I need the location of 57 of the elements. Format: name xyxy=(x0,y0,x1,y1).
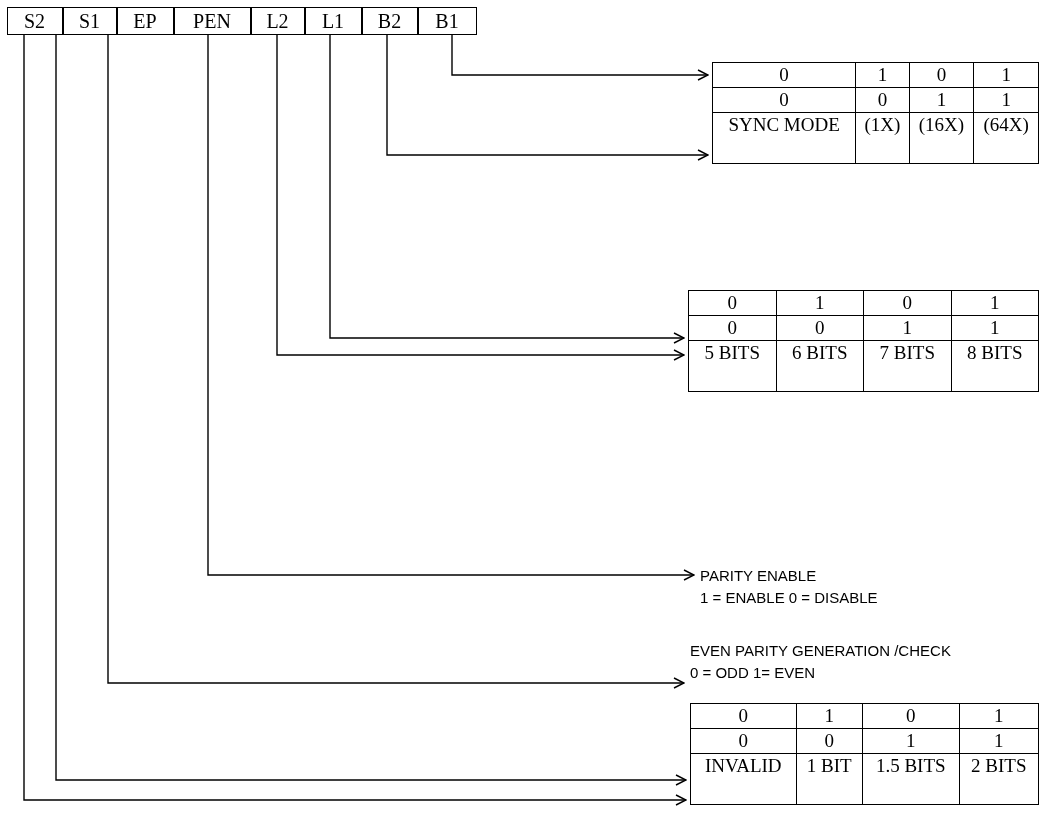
table-cell: 1 xyxy=(959,728,1039,754)
register-bit-cell: B2 xyxy=(361,7,418,35)
table-cell: 1 xyxy=(959,703,1039,729)
value-note: 0 = ODD 1= EVEN xyxy=(690,663,817,683)
arrow xyxy=(107,34,685,689)
table-cell: (1X) xyxy=(855,112,910,164)
table-cell: 0 xyxy=(855,87,910,113)
value-note: 1 = ENABLE 0 = DISABLE xyxy=(700,588,878,608)
arrow xyxy=(386,34,709,161)
value-table xyxy=(690,703,1039,805)
table-cell: 0 xyxy=(862,703,960,729)
arrow xyxy=(451,34,709,81)
value-table xyxy=(712,62,1039,164)
table-cell: 0 xyxy=(776,315,864,341)
table-cell: 1 xyxy=(863,315,951,341)
table-cell: 0 xyxy=(690,728,796,754)
table-cell: 1 xyxy=(776,290,864,316)
table-cell: 0 xyxy=(688,290,776,316)
table-cell: 1 xyxy=(951,290,1039,316)
register-bit-cell: L2 xyxy=(250,7,305,35)
register-bit-cell: B1 xyxy=(417,7,477,35)
arrow xyxy=(276,34,685,361)
table-cell: 8 BITS xyxy=(951,340,1039,392)
table-cell: 1 xyxy=(909,87,974,113)
table-cell: 0 xyxy=(712,62,856,88)
table-cell: 1 xyxy=(973,87,1039,113)
table-cell: 1.5 BITS xyxy=(862,753,960,805)
table-cell: 1 xyxy=(973,62,1039,88)
table-cell: 0 xyxy=(688,315,776,341)
value-table xyxy=(688,290,1039,392)
table-cell: SYNC MODE xyxy=(712,112,856,164)
field-title: EVEN PARITY GENERATION /CHECK xyxy=(690,641,951,661)
table-cell: 7 BITS xyxy=(863,340,951,392)
table-cell: 6 BITS xyxy=(776,340,864,392)
table-cell: 1 xyxy=(862,728,960,754)
table-cell: 1 xyxy=(796,703,863,729)
register-bit-cell: L1 xyxy=(304,7,362,35)
table-cell: 0 xyxy=(909,62,974,88)
register-bit-cell: EP xyxy=(116,7,174,35)
arrow xyxy=(329,34,685,344)
table-cell: 0 xyxy=(690,703,796,729)
table-cell: 5 BITS xyxy=(688,340,776,392)
table-cell: 1 BIT xyxy=(796,753,863,805)
table-cell: 1 xyxy=(855,62,910,88)
field-title: PARITY ENABLE xyxy=(700,566,818,586)
table-cell: 1 xyxy=(951,315,1039,341)
table-cell: (16X) xyxy=(909,112,974,164)
table-cell: (64X) xyxy=(973,112,1039,164)
arrow xyxy=(207,34,695,581)
register-bit-cell: S2 xyxy=(6,7,63,35)
table-cell: 2 BITS xyxy=(959,753,1039,805)
table-cell: 0 xyxy=(712,87,856,113)
table-cell: 0 xyxy=(863,290,951,316)
table-cell: 0 xyxy=(796,728,863,754)
register-bit-cell: PEN xyxy=(173,7,251,35)
register-bit-cell: S1 xyxy=(62,7,117,35)
table-cell: INVALID xyxy=(690,753,796,805)
